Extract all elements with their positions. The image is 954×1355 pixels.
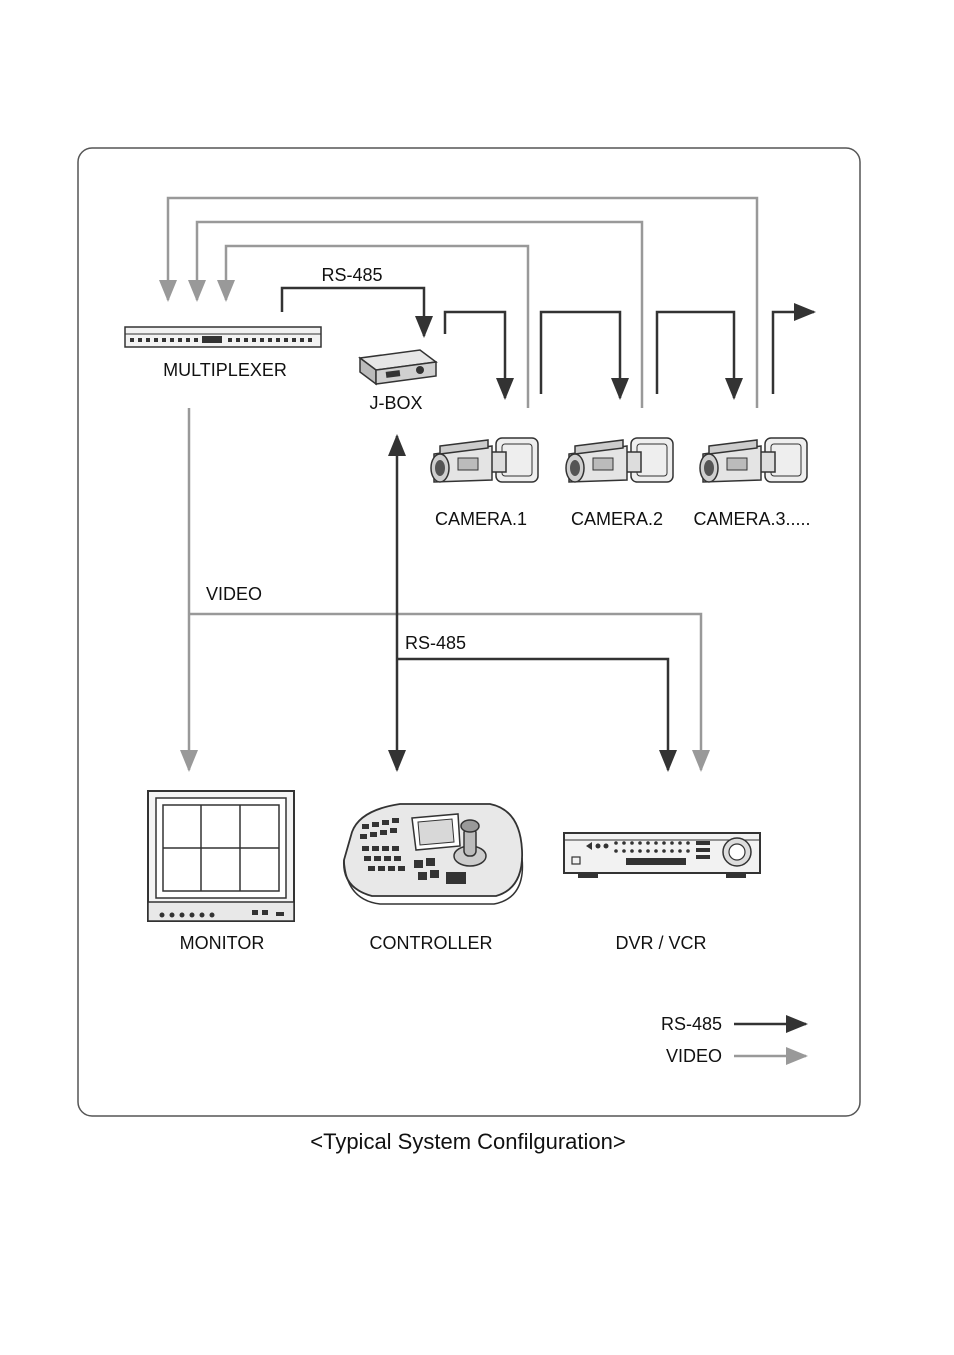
controller-device	[343, 803, 524, 905]
controller-rs485-lines	[388, 434, 677, 772]
figure-caption: <Typical System Confilguration>	[310, 1129, 626, 1154]
controller-label: CONTROLLER	[369, 933, 492, 953]
camera-2-device	[565, 437, 674, 483]
monitor-device	[147, 790, 295, 922]
rs485-mid-label: RS-485	[405, 633, 466, 653]
jbox-device	[358, 349, 438, 386]
multiplexer-label: MULTIPLEXER	[163, 360, 287, 380]
multiplexer-video-out-lines	[180, 408, 710, 772]
camera-video-lines	[159, 196, 759, 408]
camera-3-device	[699, 437, 808, 483]
monitor-label: MONITOR	[180, 933, 265, 953]
rs485-chain-lines	[280, 286, 816, 400]
legend-rs485-label: RS-485	[661, 1014, 722, 1034]
legend: RS-485 VIDEO	[661, 1014, 808, 1066]
rs485-top-label: RS-485	[321, 265, 382, 285]
camera-1-label: CAMERA.1	[435, 509, 527, 529]
dvr-label: DVR / VCR	[615, 933, 706, 953]
camera-2-label: CAMERA.2	[571, 509, 663, 529]
camera-3-label: CAMERA.3.....	[693, 509, 810, 529]
legend-video-label: VIDEO	[666, 1046, 722, 1066]
jbox-label: J-BOX	[369, 393, 422, 413]
dvr-device	[563, 832, 761, 878]
diagram-frame	[77, 147, 861, 1117]
video-label: VIDEO	[206, 584, 262, 604]
camera-1-device	[430, 437, 539, 483]
multiplexer-device	[124, 326, 322, 348]
